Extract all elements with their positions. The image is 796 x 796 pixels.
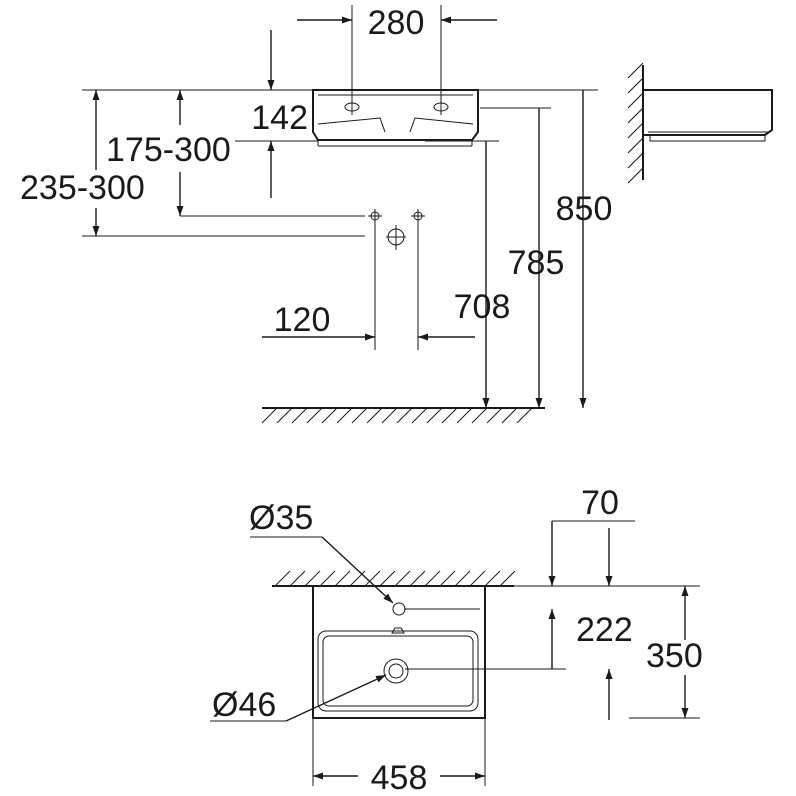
dim-basin-depth-plan: 350 [495,585,703,719]
dim-basin-width: 458 [312,718,486,796]
basin-bowl [317,630,479,712]
basin-plan-outline [312,585,486,719]
dim-tap-spacing: 280 [297,4,497,115]
label-supply-spacing: 120 [274,301,331,339]
label-wall-offset: 70 [581,484,619,522]
supply-point-left [368,209,382,350]
label-supply-height: 235-300 [20,169,145,207]
label-basin-width: 458 [371,759,428,796]
dim-drain-diameter: Ø46 [210,674,387,724]
basin-front-outline [312,89,479,147]
label-basin-depth: 142 [251,99,308,137]
dim-supply-height: 235-300 [20,90,365,237]
floor-line [261,407,545,424]
overflow-slot [391,627,405,634]
label-waste-height: 175-300 [106,131,231,169]
label-tap-hole-diameter: Ø35 [249,499,313,537]
waste-point [386,225,406,250]
dim-tap-hole-diameter: Ø35 [249,499,394,604]
tap-hole [392,602,406,616]
dim-supply-spacing: 120 [262,301,475,341]
dim-wall-offset: 70 [548,484,635,586]
label-rim-height: 850 [556,190,613,228]
label-waste-floor-height: 708 [454,288,511,326]
dim-rim-height: 850 [478,89,613,408]
supply-point-right [411,209,425,350]
dim-waste-floor-height: 708 [425,140,511,408]
wall-line-plan [272,570,516,587]
label-tap-spacing: 280 [368,4,425,42]
drain-inner [388,663,404,679]
dim-waste-offset: 222 [404,608,633,720]
front-elevation: 280 142 175-300 235-300 [20,4,773,424]
label-drain-diameter: Ø46 [212,686,276,724]
label-underside-height: 785 [508,244,565,282]
dim-waste-height: 175-300 [106,90,365,217]
dim-underside-height: 785 [480,107,565,408]
plan-view: Ø35 70 222 350 [210,484,703,796]
label-waste-offset: 222 [576,611,633,649]
drain-outer [383,658,409,684]
label-basin-depth-plan: 350 [646,637,703,675]
dim-basin-depth: 142 [82,30,318,198]
wall-side-view [627,62,773,184]
